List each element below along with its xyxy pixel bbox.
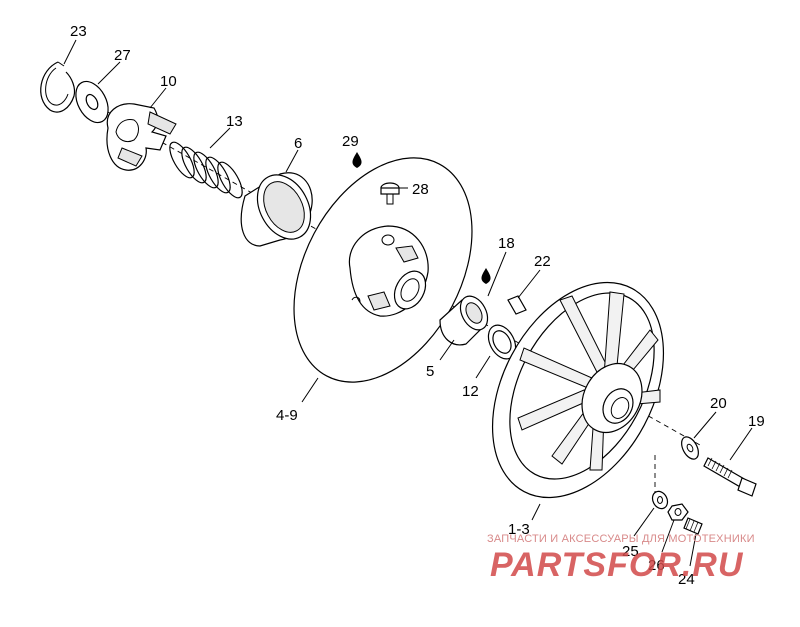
callout-19: 19 xyxy=(748,413,765,430)
callout-5: 5 xyxy=(426,363,434,380)
callout-6: 6 xyxy=(294,135,302,152)
callout-18: 18 xyxy=(498,235,515,252)
movable-sheave-icon xyxy=(293,157,473,383)
callout-20: 20 xyxy=(710,395,727,412)
spring-icon xyxy=(169,141,243,199)
oil-drop-icon xyxy=(352,152,362,168)
watermark-brand: PARTSFOR.RU xyxy=(490,546,744,584)
callout-26: 26 xyxy=(648,557,665,574)
callout-27: 27 xyxy=(114,47,131,64)
callout-10: 10 xyxy=(160,73,177,90)
cam-icon xyxy=(106,103,177,171)
key-icon xyxy=(507,295,527,315)
callout-24: 24 xyxy=(678,571,695,588)
callout-22: 22 xyxy=(534,253,551,270)
setscrew-icon xyxy=(683,517,703,535)
callout-labels: 23 27 10 13 6 29 28 18 22 5 12 4-9 20 19… xyxy=(70,23,765,588)
bolt-icon xyxy=(703,457,757,497)
callout-28: 28 xyxy=(412,181,429,198)
bushing-icon xyxy=(439,295,489,346)
washer-icon xyxy=(75,80,109,124)
callout-1-3: 1-3 xyxy=(508,521,530,538)
callout-23: 23 xyxy=(70,23,87,40)
washer-icon xyxy=(651,490,669,510)
callout-12: 12 xyxy=(462,383,479,400)
callout-29: 29 xyxy=(342,133,359,150)
watermark-tagline: ЗАПЧАСТИ И АКСЕССУАРЫ ДЛЯ МОТОТЕХНИКИ xyxy=(487,533,755,545)
bushing-ring-icon xyxy=(240,172,313,247)
sheave-icon xyxy=(491,281,665,499)
callout-4-9: 4-9 xyxy=(276,407,298,424)
leader-lines xyxy=(63,39,753,567)
callout-25: 25 xyxy=(622,543,639,560)
oil-drop-icon xyxy=(481,268,491,284)
callout-13: 13 xyxy=(226,113,243,130)
retaining-ring-icon xyxy=(40,61,76,113)
washer-icon xyxy=(681,436,699,460)
nut-icon xyxy=(667,503,689,521)
